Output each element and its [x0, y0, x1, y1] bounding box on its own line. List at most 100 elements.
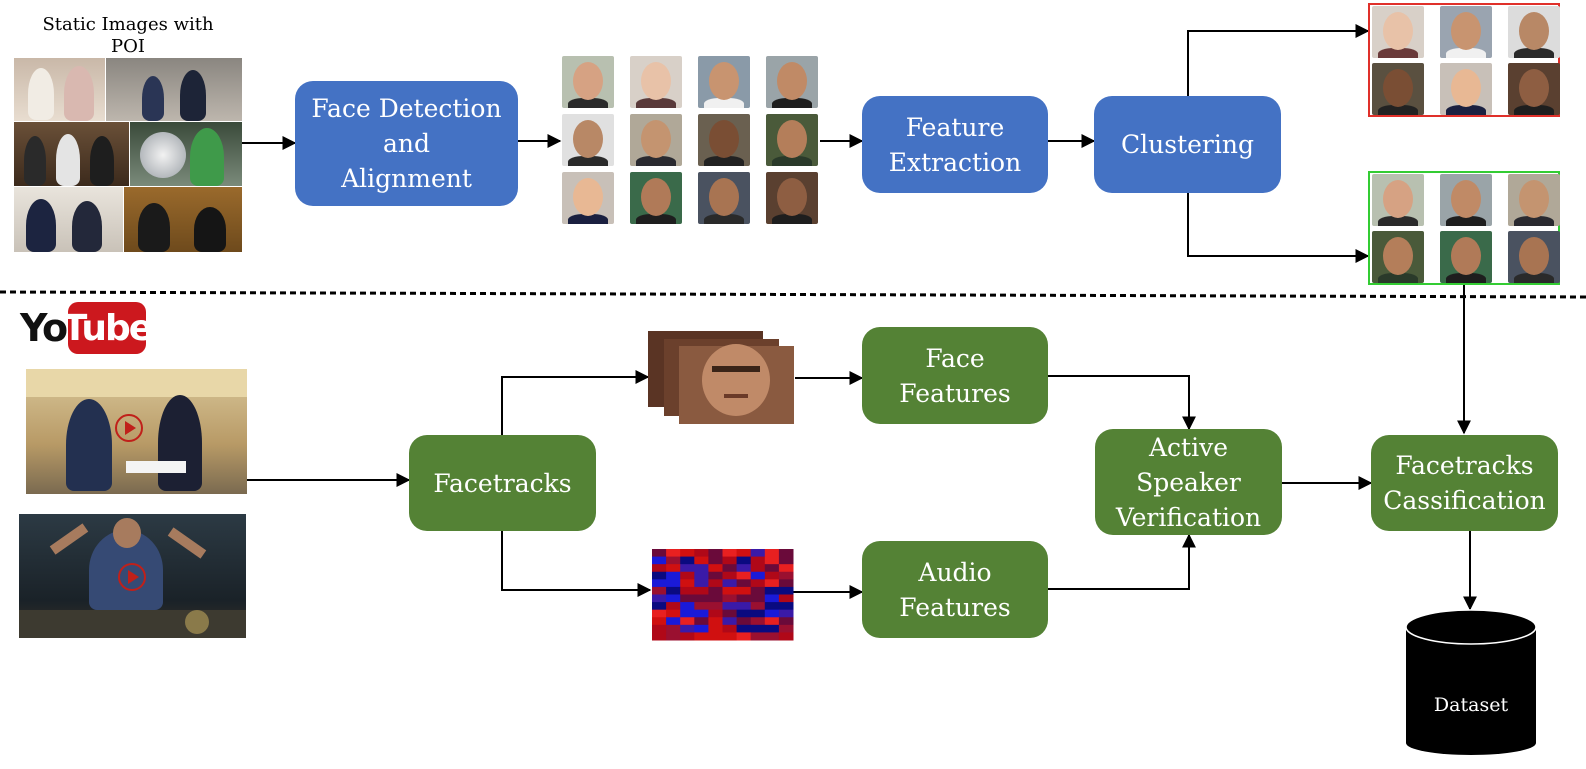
spectrogram-cell	[750, 586, 766, 595]
face-thumbnail	[630, 114, 682, 166]
spectrogram-cell	[652, 602, 667, 611]
spectrogram-cell	[778, 549, 794, 558]
spectrogram-cell	[750, 571, 766, 580]
spectrogram-cell	[736, 624, 752, 633]
spectrogram-cell	[764, 556, 780, 565]
face-thumbnail	[1440, 63, 1492, 115]
spectrogram-cell	[708, 579, 723, 588]
spectrogram-cell	[764, 564, 780, 573]
spectrogram-cell	[666, 609, 681, 618]
spectrogram-cell	[708, 586, 723, 595]
spectrogram-cell	[722, 624, 738, 633]
spectrogram-cell	[680, 617, 695, 626]
spectrogram-cell	[750, 624, 766, 633]
face-thumbnail	[766, 114, 818, 166]
spectrogram-cell	[736, 556, 752, 565]
spectrogram-cell	[750, 549, 766, 558]
static-image-collage	[14, 58, 242, 252]
spectrogram-cell	[680, 549, 695, 558]
spectrogram-cell	[652, 556, 667, 565]
face-thumbnail	[698, 114, 750, 166]
spectrogram-cell	[666, 624, 681, 633]
arrow-audio-features-to-asv	[1048, 533, 1196, 590]
feature-extraction-node: Feature Extraction	[862, 96, 1048, 193]
arrow-face-features-to-asv	[1048, 375, 1196, 431]
spectrogram-cell	[680, 632, 695, 641]
face-detection-node: Face Detection and Alignment	[295, 81, 518, 206]
spectrogram-cell	[680, 594, 695, 603]
spectrogram-cell	[694, 602, 709, 611]
database-cylinder-icon	[1405, 609, 1537, 755]
cluster-output-green	[1368, 171, 1560, 285]
spectrogram-cell	[666, 632, 681, 641]
spectrogram-cell	[694, 609, 709, 618]
face-thumbnail	[1440, 231, 1492, 283]
spectrogram-cell	[750, 617, 766, 626]
spectrogram-cell	[680, 556, 695, 565]
spectrogram-cell	[764, 624, 780, 633]
spectrogram-cell	[666, 549, 681, 558]
spectrogram-cell	[666, 594, 681, 603]
spectrogram-cell	[778, 579, 794, 588]
face-thumbnail	[1440, 174, 1492, 226]
spectrogram-cell	[694, 617, 709, 626]
spectrogram-cell	[708, 571, 723, 580]
spectrogram-cell	[736, 609, 752, 618]
face-thumbnail	[630, 56, 682, 108]
spectrogram-cell	[778, 564, 794, 573]
spectrogram-cell	[778, 556, 794, 565]
spectrogram-cell	[666, 579, 681, 588]
dataset-label: Dataset	[1433, 694, 1509, 716]
spectrogram-cell	[778, 617, 794, 626]
spectrogram-cell	[778, 571, 794, 580]
audio-features-node: Audio Features	[862, 541, 1048, 638]
spectrogram-cell	[722, 579, 738, 588]
face-thumbnail	[698, 56, 750, 108]
spectrogram-cell	[694, 632, 709, 641]
spectrogram-cell	[778, 602, 794, 611]
audio-spectrogram	[652, 549, 794, 641]
youtube-logo-icon: You Tube	[20, 302, 153, 356]
detected-faces-grid	[560, 56, 820, 224]
face-thumbnail	[698, 172, 750, 224]
spectrogram-cell	[652, 617, 667, 626]
photo-handshake	[106, 58, 242, 121]
spectrogram-cell	[652, 564, 667, 573]
spectrogram-cell	[708, 556, 723, 565]
spectrogram-cell	[764, 632, 780, 641]
spectrogram-cell	[680, 624, 695, 633]
arrow-facetracks-to-spectrogram	[501, 531, 652, 597]
face-thumbnail	[1508, 231, 1560, 283]
spectrogram-cell	[666, 556, 681, 565]
spectrogram-cell	[736, 549, 752, 558]
spectrogram-cell	[736, 579, 752, 588]
spectrogram-cell	[694, 571, 709, 580]
face-thumbnail	[630, 172, 682, 224]
spectrogram-cell	[764, 617, 780, 626]
spectrogram-cell	[722, 609, 738, 618]
arrow-facetracks-to-frames	[501, 370, 650, 435]
spectrogram-cell	[750, 564, 766, 573]
video-thumbnail-speech	[19, 514, 246, 638]
spectrogram-cell	[652, 594, 667, 603]
spectrogram-cell	[764, 579, 780, 588]
spectrogram-cell	[778, 609, 794, 618]
spectrogram-cell	[708, 602, 723, 611]
spectrogram-cell	[708, 609, 723, 618]
spectrogram-cell	[736, 586, 752, 595]
spectrogram-cell	[764, 549, 780, 558]
spectrogram-cell	[722, 564, 738, 573]
spectrogram-cell	[764, 602, 780, 611]
spectrogram-cell	[680, 609, 695, 618]
face-thumbnail	[1372, 63, 1424, 115]
spectrogram-cell	[778, 632, 794, 641]
face-thumbnail	[766, 172, 818, 224]
spectrogram-cell	[694, 579, 709, 588]
spectrogram-cell	[764, 594, 780, 603]
photo-team	[14, 122, 129, 186]
spectrogram-cell	[764, 571, 780, 580]
spectrogram-cell	[750, 609, 766, 618]
spectrogram-cell	[708, 624, 723, 633]
static-images-caption: Static Images with POI	[42, 14, 214, 57]
